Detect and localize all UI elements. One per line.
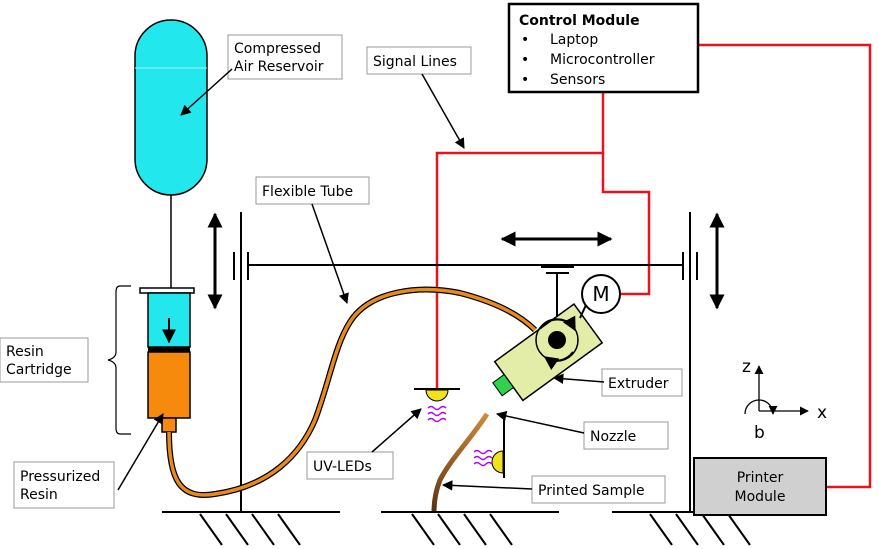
motor-label: M: [592, 282, 609, 306]
printer-frame: [233, 212, 698, 512]
label-pressurized-resin: Pressurized Resin: [13, 461, 115, 509]
uv-light-waves: [473, 449, 493, 467]
signal-line-to-motor: [601, 153, 651, 296]
bullet-laptop: •: [521, 32, 529, 48]
extruder-pivot: [535, 315, 579, 370]
label-uv-leds: UV-LEDs: [306, 451, 394, 480]
label-resin-cartridge: Resin Cartridge: [0, 337, 89, 383]
control-item-laptop: Laptop: [550, 32, 598, 48]
label-nozzle: Nozzle: [583, 421, 669, 450]
label-signal-lines: Signal Lines: [366, 46, 472, 75]
arrow-extruder: [552, 373, 605, 384]
svg-text:Air Reservoir: Air Reservoir: [234, 59, 324, 75]
motor: M: [579, 274, 621, 319]
arrow-nozzle: [495, 410, 585, 434]
svg-text:Pressurized: Pressurized: [20, 469, 100, 485]
arrow-uv-leds: [371, 408, 422, 453]
svg-text:UV-LEDs: UV-LEDs: [313, 459, 372, 475]
printer-module-box: Printer Module: [693, 457, 827, 516]
signal-lines: [435, 43, 872, 489]
svg-text:Resin: Resin: [20, 487, 58, 503]
signal-line-to-printer-module: [698, 43, 872, 489]
axis-label-x: x: [817, 403, 827, 423]
arrow-signal-lines: [421, 73, 465, 149]
arrow-pressurized-resin: [117, 413, 164, 491]
axis-label-z: z: [742, 357, 751, 377]
svg-text:Printed Sample: Printed Sample: [538, 483, 645, 499]
axis-label-b: b: [754, 423, 765, 443]
label-extruder: Extruder: [601, 368, 683, 397]
label-compressed-air: Compressed Air Reservoir: [227, 34, 343, 80]
svg-text:Signal Lines: Signal Lines: [373, 54, 457, 70]
arrow-compressed-air: [180, 68, 233, 116]
control-item-microcontroller: Microcontroller: [550, 52, 655, 68]
svg-text:Extruder: Extruder: [608, 376, 669, 392]
coordinate-axes: z x b: [742, 357, 827, 443]
svg-text:Nozzle: Nozzle: [590, 429, 636, 445]
signal-line-to-uv-led: [435, 92, 605, 389]
ground-center: [381, 511, 559, 546]
arrow-flexible-tube: [311, 203, 349, 304]
ground-right: [612, 511, 800, 546]
svg-text:Module: Module: [735, 489, 786, 505]
printed-sample: [431, 412, 490, 513]
svg-text:Resin: Resin: [6, 344, 44, 360]
control-module-title: Control Module: [519, 13, 640, 29]
label-printed-sample: Printed Sample: [531, 475, 666, 504]
svg-text:Cartridge: Cartridge: [6, 362, 72, 378]
bullet-sensors: •: [521, 72, 529, 88]
label-flexible-tube: Flexible Tube: [255, 176, 370, 205]
resin-cartridge-brace: [107, 285, 131, 435]
arrow-printed-sample: [441, 480, 533, 491]
uv-led-top: [414, 388, 460, 423]
control-module-box: Control Module • Laptop • Microcontrolle…: [507, 2, 700, 94]
ground-left: [162, 511, 340, 546]
control-item-sensors: Sensors: [550, 72, 605, 88]
svg-text:Flexible Tube: Flexible Tube: [262, 184, 353, 200]
air-reservoir: [134, 19, 208, 288]
resin-cartridge: [139, 287, 195, 433]
svg-text:Printer: Printer: [737, 470, 784, 486]
uv-led-side: [473, 418, 505, 478]
uv-light-waves: [427, 405, 447, 423]
svg-text:Compressed: Compressed: [234, 41, 321, 57]
bullet-microcontroller: •: [521, 52, 529, 68]
carriage: [541, 266, 574, 320]
